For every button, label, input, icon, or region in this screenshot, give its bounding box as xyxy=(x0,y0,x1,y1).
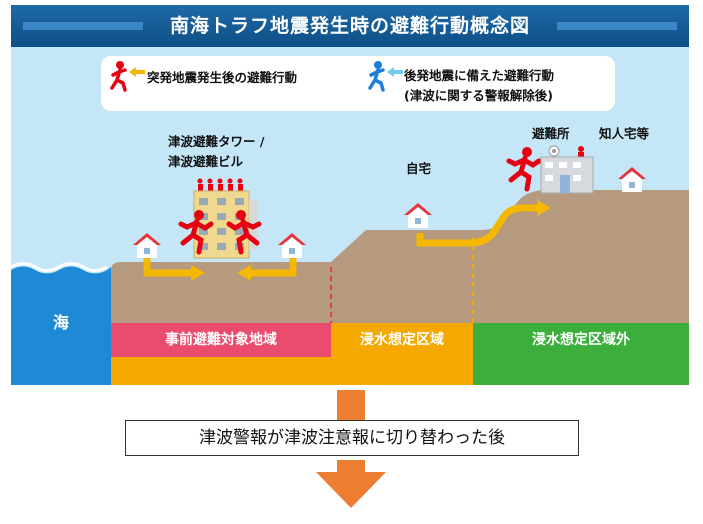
shelter-building-icon xyxy=(540,145,594,194)
running-person-blue-icon xyxy=(368,61,403,92)
legend-blue-text-line1: 後発地震に備えた避難行動 xyxy=(404,68,555,83)
runner-red-icon xyxy=(506,147,542,192)
legend-blue-text-line2: (津波に関する警報解除後) xyxy=(404,88,553,103)
diagram-panel: 南海トラフ地震発生時の避難行動概念図 突発地震発生後の避難行動 後発地震に備えた… xyxy=(11,5,689,385)
house-icon xyxy=(404,203,432,228)
evac-arrowhead-left xyxy=(191,265,205,281)
down-arrow-stem-icon xyxy=(337,390,365,420)
runner-red-icon xyxy=(226,210,262,255)
down-arrow-icon xyxy=(316,460,386,508)
zone-outside-inundation: 浸水想定区域外 xyxy=(473,323,689,385)
home-label: 自宅 xyxy=(406,161,432,176)
evac-path-left xyxy=(143,257,193,277)
shelter-label: 避難所 xyxy=(532,126,570,141)
title-stripe-left xyxy=(23,22,143,30)
sea-label: 海 xyxy=(52,313,69,332)
sea-wave xyxy=(11,262,108,272)
legend-box xyxy=(101,56,615,111)
house-icon xyxy=(618,167,646,192)
title-stripe-right xyxy=(557,22,677,30)
house-icon xyxy=(278,233,306,258)
zone-pre-evacuation: 事前避難対象地域 xyxy=(111,323,331,357)
runner-red-icon xyxy=(178,210,214,255)
house-icon xyxy=(133,233,161,258)
evac-arrowhead-right xyxy=(237,265,251,281)
acquaintance-label: 知人宅等 xyxy=(599,126,650,141)
zone-inundation: 浸水想定区域 xyxy=(331,323,473,357)
evac-path-home xyxy=(416,204,539,247)
title-bar: 南海トラフ地震発生時の避難行動概念図 xyxy=(11,5,689,47)
sea-area xyxy=(11,266,111,385)
evac-arrowhead-home xyxy=(537,200,551,216)
diagram-title: 南海トラフ地震発生時の避難行動概念図 xyxy=(169,15,530,37)
tower-label-line1: 津波避難タワー / xyxy=(168,134,265,149)
legend-red-text: 突発地震発生後の避難行動 xyxy=(147,70,298,85)
evac-path-right xyxy=(249,257,297,277)
zone-inundation-base xyxy=(111,357,473,385)
notice-box: 津波警報が津波注意報に切り替わった後 xyxy=(125,420,579,456)
running-person-red-icon xyxy=(110,61,145,92)
tower-label-line2: 津波避難ビル xyxy=(168,154,244,169)
